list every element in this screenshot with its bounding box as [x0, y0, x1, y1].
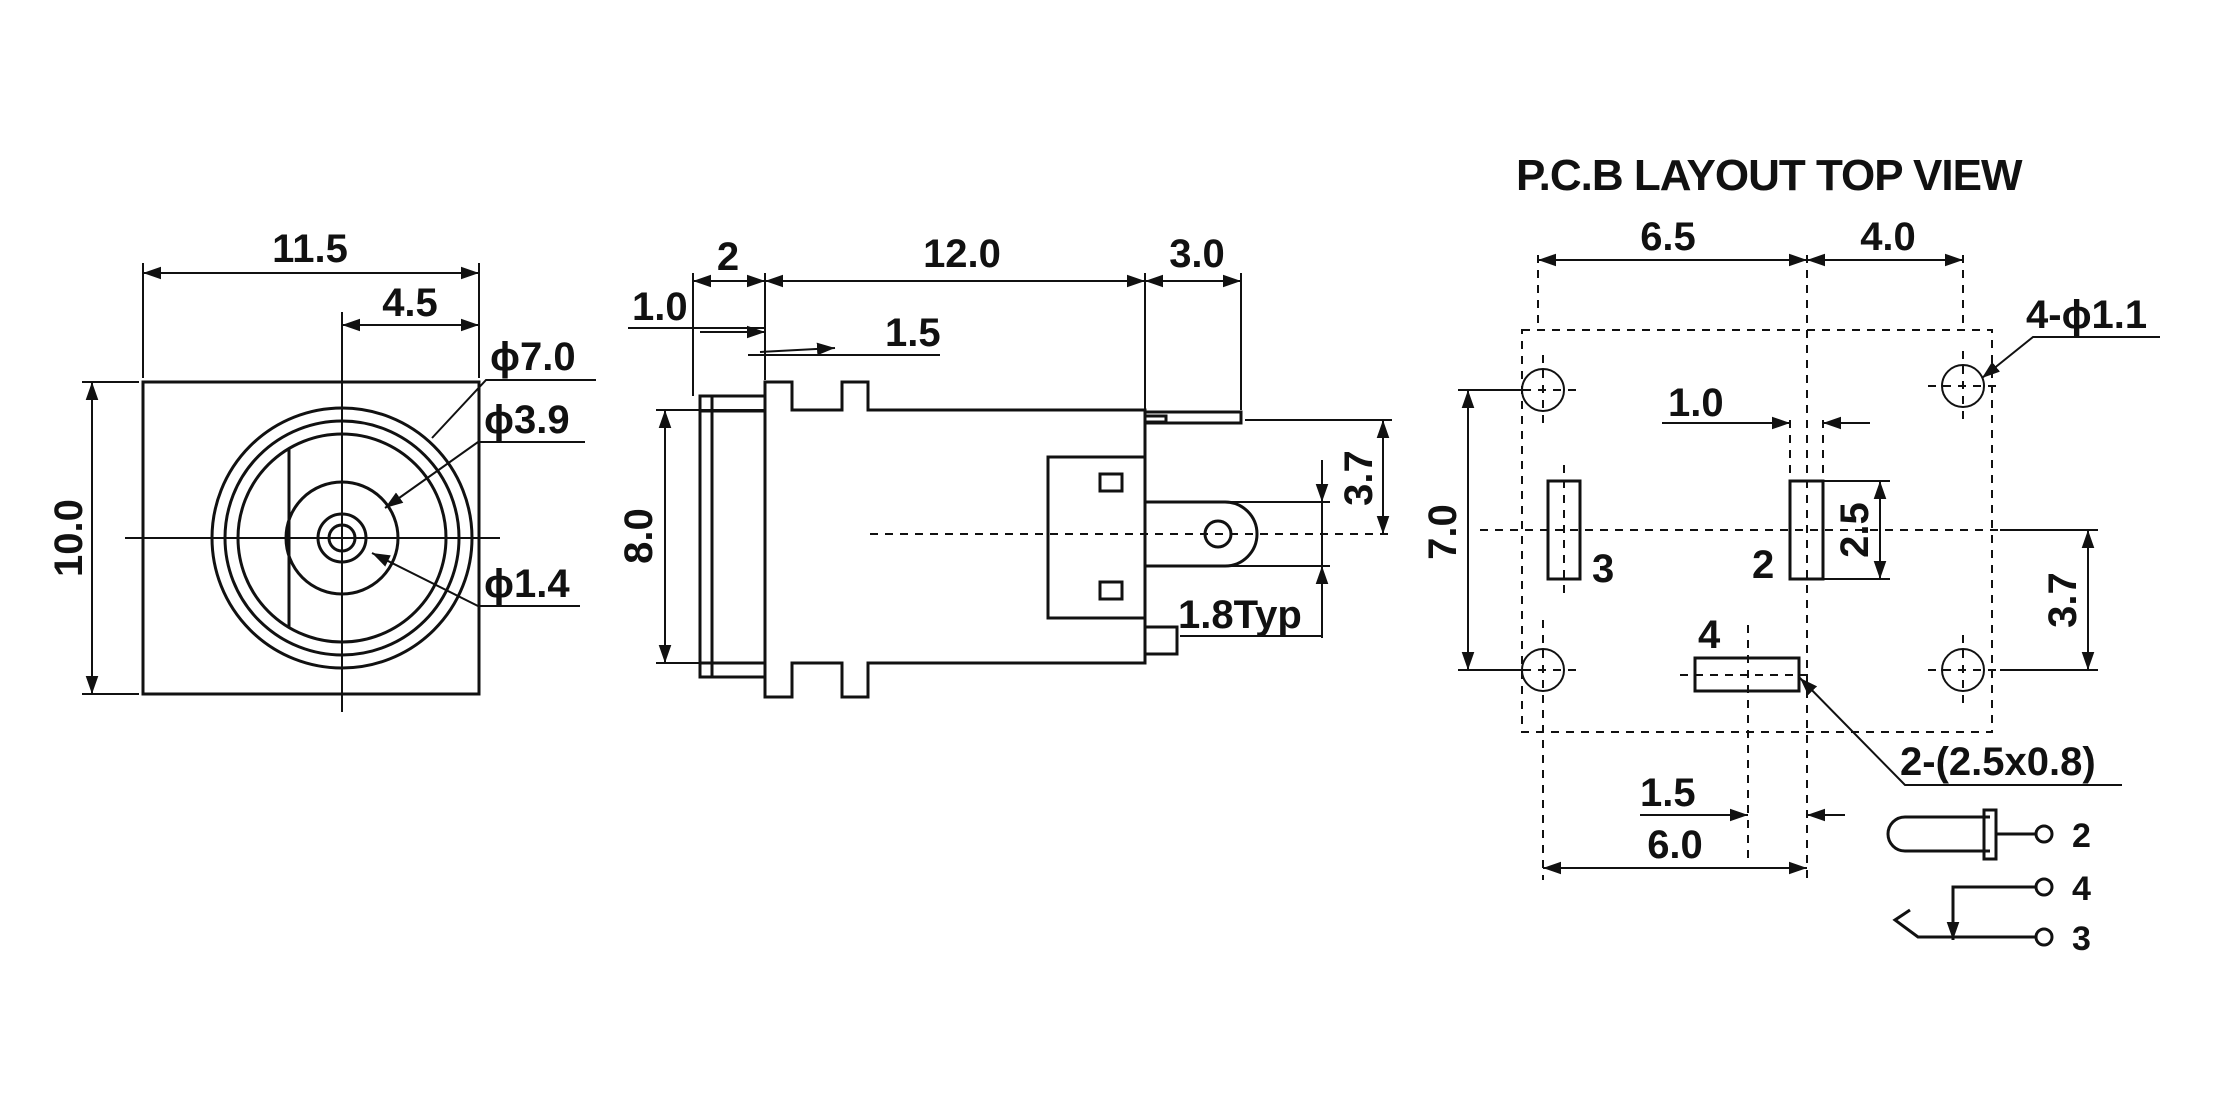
- schematic-pin-2-label: 2: [2072, 817, 2091, 855]
- label-pin-dia: ϕ1.4: [484, 562, 570, 606]
- pcb-pad-4-label: 4: [1698, 613, 1721, 657]
- pcb-pad-2-label: 2: [1752, 543, 1774, 587]
- pcb-hole-tr: [1941, 364, 1985, 408]
- leader-pin-dia: [371, 552, 580, 607]
- dim-4-0-label: 4.0: [1860, 215, 1916, 259]
- leader-holes: [1981, 336, 2160, 379]
- schematic-pin-3-label: 3: [2072, 920, 2091, 958]
- dim-pcb-1-0-label: 1.0: [1668, 381, 1724, 425]
- pcb-layout: P.C.B LAYOUT TOP VIEW 3 2 4 6.5: [1421, 151, 2160, 880]
- schematic-switch: [1951, 885, 2036, 940]
- schematic-contact-3: [1892, 908, 2036, 939]
- dim-width-label: 11.5: [272, 227, 348, 271]
- pcb-title: P.C.B LAYOUT TOP VIEW: [1516, 151, 2023, 200]
- dim-1-label: 1.0: [632, 285, 688, 329]
- dim-6-5-label: 6.5: [1640, 215, 1696, 259]
- side-top-terminal: [1145, 414, 1168, 424]
- dim-offset-label: 4.5: [382, 281, 438, 325]
- label-outer-dia: ϕ7.0: [490, 335, 576, 379]
- dim-typ-label: 1.8Typ: [1178, 593, 1302, 637]
- schematic-terminal-3: [2034, 927, 2054, 947]
- pcb-holes-label: 4-ϕ1.1: [2026, 293, 2147, 337]
- pcb-pad-2: [1788, 479, 1825, 581]
- side-rear-pin: [1145, 500, 1259, 568]
- schematic-pin-4-label: 4: [2072, 870, 2091, 908]
- dim-8-label: 8.0: [617, 508, 661, 564]
- dim-12-label: 12.0: [923, 232, 1001, 276]
- dim-7-0-label: 7.0: [1421, 504, 1465, 560]
- schematic-plug: [1886, 815, 1990, 853]
- pcb-pads-label: 2-(2.5x0.8): [1900, 740, 2096, 784]
- side-view: 2 12.0 3.0 1.0 1.5 8.0 3.7 1.8Typ: [617, 232, 1395, 699]
- leader-pads: [1799, 677, 2122, 786]
- side-front-flange: [698, 394, 767, 679]
- dim-6-0-label: 6.0: [1647, 823, 1703, 867]
- dim-pcb-3-7-label: 3.7: [2041, 572, 2085, 628]
- dim-2-5-label: 2.5: [1833, 502, 1877, 558]
- leader-outer-dia: [431, 379, 596, 439]
- side-lower-terminal: [1143, 625, 1179, 656]
- schematic-terminal-2: [2034, 824, 2054, 844]
- dim-3-7-label: 3.7: [1337, 450, 1381, 506]
- dim-1-5-label: 1.5: [885, 311, 941, 355]
- label-mid-dia: ϕ3.9: [484, 398, 570, 442]
- dim-pcb-1-5-label: 1.5: [1640, 771, 1696, 815]
- dim-1-5-line: [759, 342, 836, 356]
- schematic-symbol: 2 4 3: [1886, 808, 2091, 958]
- dim-2-label: 2: [717, 235, 739, 279]
- schematic-terminal-4: [2034, 877, 2054, 897]
- dim-3-label: 3.0: [1169, 232, 1225, 276]
- pcb-hole-br: [1941, 648, 1985, 692]
- dim-height-label: 10.0: [47, 499, 91, 577]
- side-body-outline: [763, 380, 1147, 699]
- side-rear-block: [1046, 455, 1147, 620]
- front-view: 11.5 4.5 10.0 ϕ7.0 ϕ3.9 ϕ1.4: [47, 227, 596, 712]
- pcb-pad-3-label: 3: [1592, 547, 1614, 591]
- leader-mid-dia: [384, 441, 585, 509]
